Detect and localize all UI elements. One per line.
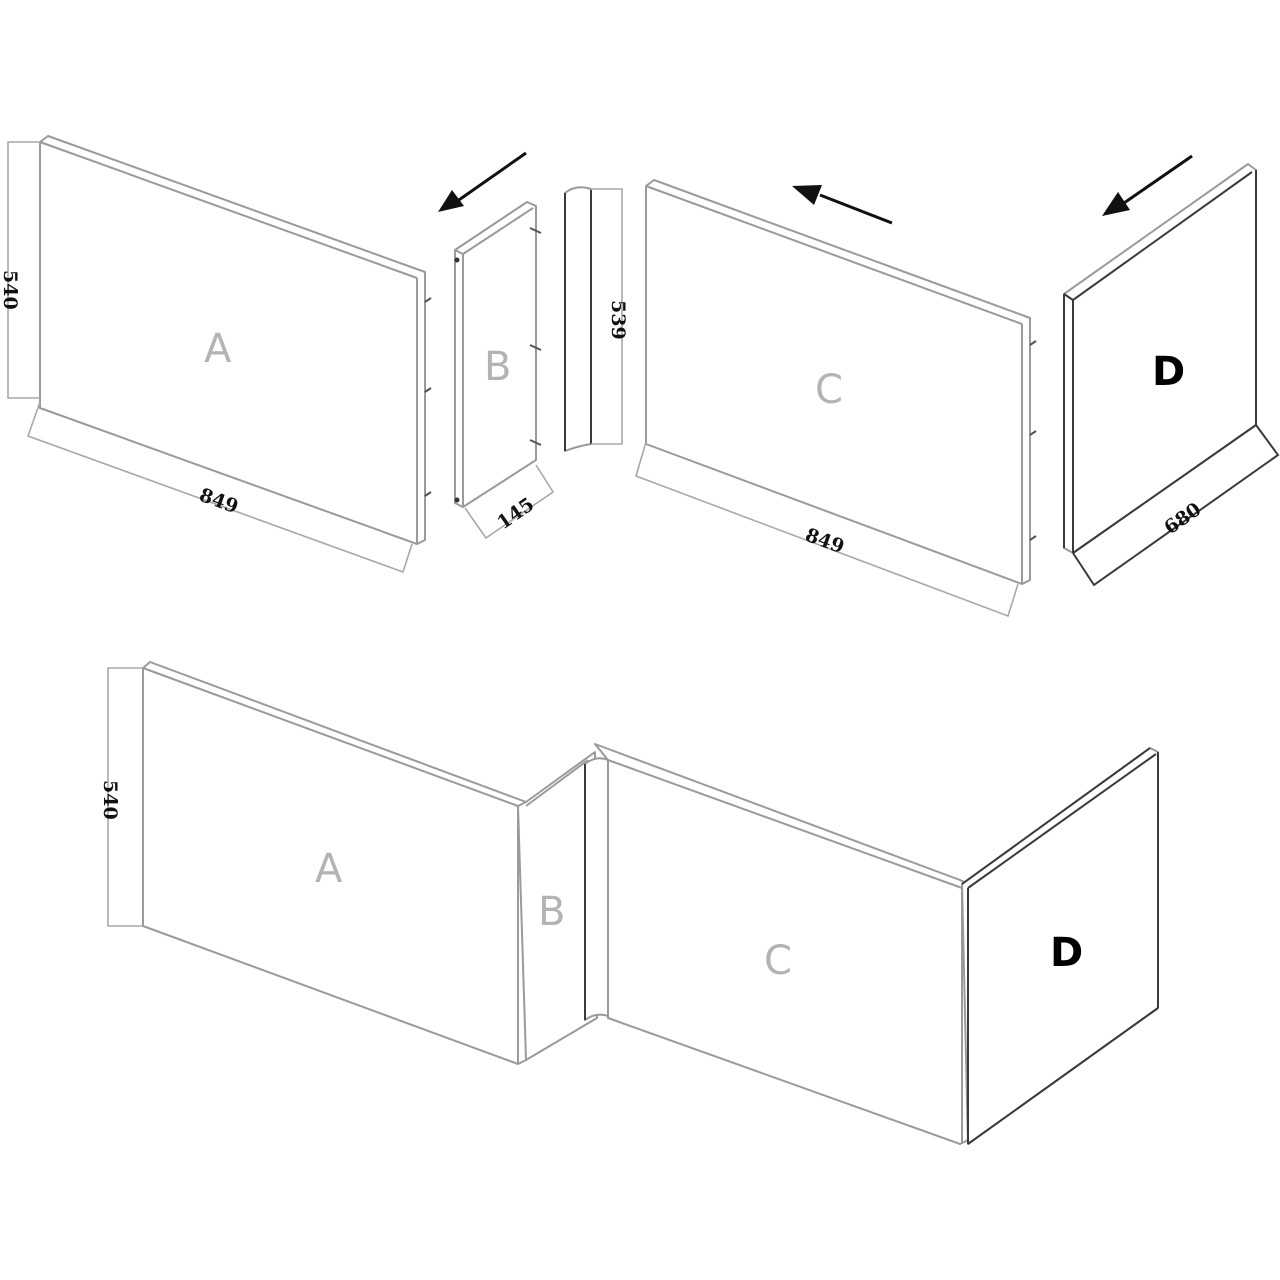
arrow-icon (792, 185, 893, 225)
dim-a-height: 540 (0, 270, 21, 310)
arrow-icon (1102, 154, 1193, 216)
arrow-icon (438, 151, 527, 212)
label-a: A (204, 326, 232, 372)
label-b-assembled: B (538, 889, 565, 935)
dim-c-width: 849 (802, 524, 847, 558)
label-b: B (484, 344, 511, 390)
assembled-view: 540 A B C D (99, 661, 1159, 1145)
label-c: C (815, 367, 843, 413)
dim-assembled-height: 540 (99, 780, 121, 820)
label-d: D (1152, 349, 1185, 395)
dim-post-height: 539 (607, 300, 629, 340)
corner-post-exploded: 539 (564, 186, 629, 452)
panel-d-exploded: 680 D (1063, 163, 1280, 587)
label-d-assembled: D (1050, 930, 1083, 976)
panel-b-exploded: 145 B (454, 201, 555, 540)
panel-c-exploded: 849 C (635, 179, 1037, 618)
dim-a-width: 849 (196, 484, 241, 518)
label-a-assembled: A (315, 846, 343, 892)
panel-a-exploded: 540 849 A (0, 135, 432, 574)
label-c-assembled: C (764, 938, 792, 984)
